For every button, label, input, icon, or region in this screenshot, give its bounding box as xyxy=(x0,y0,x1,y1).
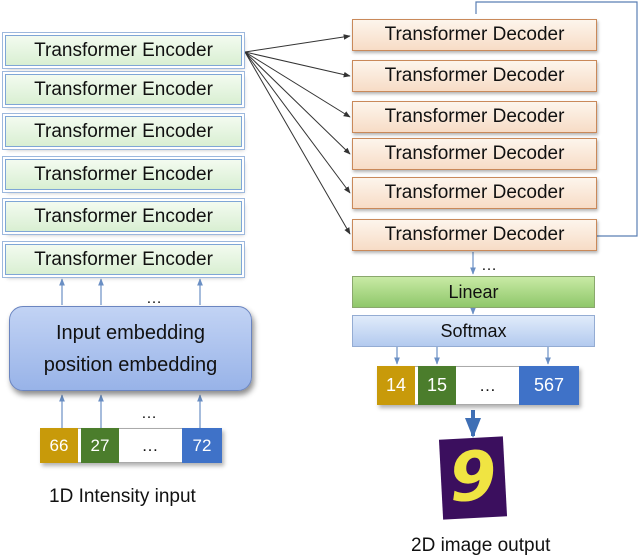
embedding-input-ellipsis: … xyxy=(141,405,157,422)
embedding-line-1: Input embedding xyxy=(55,321,205,344)
input-value-ellipsis: … xyxy=(141,435,159,455)
input-value-1: 66 xyxy=(40,428,78,463)
transformer-decoder-block-3: Transformer Decoder xyxy=(352,101,597,133)
output-caption: 2D image output xyxy=(411,535,551,556)
output-value-ellipsis: … xyxy=(479,375,496,395)
input-value-2: 27 xyxy=(81,428,119,463)
decoder-feedback-line xyxy=(475,1,638,237)
transformer-encoder-block-1: Transformer Encoder xyxy=(5,35,242,66)
output-value-2: 15 xyxy=(418,366,456,405)
embedding-line-2: position embedding xyxy=(43,353,218,376)
transformer-decoder-block-6: Transformer Decoder xyxy=(352,219,597,251)
transformer-decoder-block-2: Transformer Decoder xyxy=(352,60,597,92)
transformer-encoder-block-5: Transformer Encoder xyxy=(5,201,242,232)
encoder-to-decoder-arrows xyxy=(244,34,351,235)
output-value-last: 567 xyxy=(519,366,579,405)
softmax-layer: Softmax xyxy=(352,315,595,347)
transformer-decoder-block-5: Transformer Decoder xyxy=(352,177,597,209)
output-value-1: 14 xyxy=(377,366,415,405)
encoder-input-ellipsis: … xyxy=(146,290,162,307)
transformer-encoder-block-3: Transformer Encoder xyxy=(5,116,242,147)
output-digit-glyph: 9 xyxy=(447,436,499,519)
input-caption: 1D Intensity input xyxy=(49,486,196,507)
embedding-block: Input embedding position embedding xyxy=(9,306,252,391)
transformer-encoder-block-2: Transformer Encoder xyxy=(5,74,242,105)
transformer-encoder-block-6: Transformer Encoder xyxy=(5,244,242,275)
transformer-decoder-block-4: Transformer Decoder xyxy=(352,138,597,170)
transformer-decoder-block-1: Transformer Decoder xyxy=(352,19,597,51)
input-value-last: 72 xyxy=(182,428,222,463)
output-digit-image: 9 xyxy=(438,436,508,520)
transformer-encoder-block-4: Transformer Encoder xyxy=(5,159,242,190)
decoder-ellipsis: … xyxy=(481,257,497,274)
linear-layer: Linear xyxy=(352,276,595,308)
